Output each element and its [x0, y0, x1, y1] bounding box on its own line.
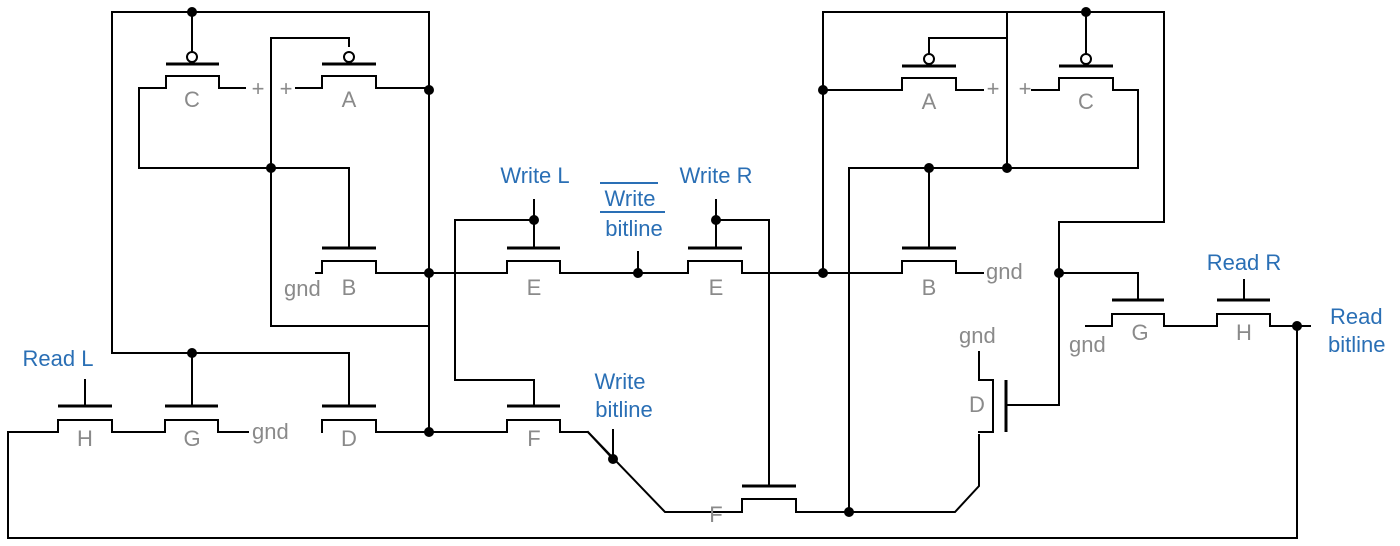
signal-read-bitline-bottom: bitline: [1328, 332, 1385, 357]
nmos-e-left: [506, 246, 561, 274]
nmos-d-left: [321, 404, 377, 433]
label-c-left: C: [184, 87, 200, 112]
nmos-g-left: [164, 404, 219, 433]
label-a-left: A: [342, 87, 357, 112]
gnd-label-d-left: gnd: [252, 419, 289, 444]
signal-read-l: Read L: [23, 346, 94, 371]
nmos-g-right: [1111, 298, 1165, 327]
signal-write-bitline-top: Write: [595, 369, 646, 394]
label-b-right: B: [922, 275, 937, 300]
supply-labels: + + + + gnd gnd gnd gnd gnd: [252, 76, 1106, 444]
signal-write-l: Write L: [500, 163, 569, 188]
nmos-b-left: [321, 246, 377, 274]
nmos-d-right: [978, 379, 1008, 433]
label-f-bottom: F: [709, 502, 722, 527]
nmos-f-bottom: [741, 484, 797, 513]
label-d-right: D: [969, 392, 985, 417]
label-d-left: D: [341, 426, 357, 451]
plus-label-4: +: [1019, 76, 1032, 101]
label-e-left: E: [527, 275, 542, 300]
wires: [7, 11, 1311, 539]
label-g-left: G: [183, 426, 200, 451]
pmos-a-right: [901, 45, 957, 91]
signal-write-bitline-bottom: bitline: [595, 397, 652, 422]
signal-write-r: Write R: [680, 163, 753, 188]
label-e-right: E: [709, 275, 724, 300]
nmos-f-left: [506, 404, 561, 433]
gnd-label-b-left: gnd: [284, 276, 321, 301]
pmos-a-left: [321, 51, 377, 89]
label-g-right: G: [1131, 320, 1148, 345]
label-f-left: F: [527, 426, 540, 451]
nmos-h-right: [1216, 298, 1271, 327]
gnd-label-b-right: gnd: [986, 259, 1023, 284]
plus-label-1: +: [252, 76, 265, 101]
transistor-labels: C A B E E A C B H G D F F D G H: [77, 87, 1252, 527]
signal-read-r: Read R: [1207, 250, 1282, 275]
plus-label-3: +: [987, 76, 1000, 101]
nmos-e-right: [687, 246, 743, 274]
signal-write-bar-bottom: bitline: [605, 216, 662, 241]
pmos-c-right: [1058, 37, 1114, 91]
label-h-right: H: [1236, 320, 1252, 345]
plus-label-2: +: [280, 76, 293, 101]
gnd-label-d-right: gnd: [959, 323, 996, 348]
signal-read-bitline-top: Read: [1330, 304, 1383, 329]
label-a-right: A: [922, 89, 937, 114]
signal-labels: Write L Write bitline Write R Read L Rea…: [23, 163, 1386, 422]
gnd-label-g-right: gnd: [1069, 332, 1106, 357]
label-c-right: C: [1078, 89, 1094, 114]
nmos-b-right: [901, 246, 957, 274]
pmos-c-left: [165, 37, 220, 89]
junction-dots: [187, 7, 1302, 517]
nmos-h-left: [57, 379, 113, 433]
label-h-left: H: [77, 426, 93, 451]
transistors: [57, 37, 1271, 513]
signal-write-bar-top: Write: [605, 186, 656, 211]
label-b-left: B: [342, 275, 357, 300]
